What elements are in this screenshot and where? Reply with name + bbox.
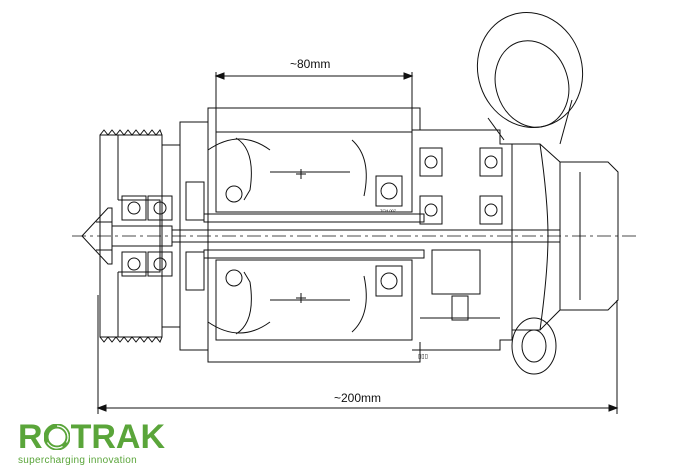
brand-tagline: supercharging innovation <box>18 455 137 466</box>
brand-name-left: R <box>18 418 43 456</box>
compressor-outlet <box>512 143 619 331</box>
front-bearings <box>121 181 205 291</box>
dimension-80mm <box>214 72 414 140</box>
rear-bearings <box>375 147 503 297</box>
compressor-volute-bottom <box>511 317 557 375</box>
drive-pulley <box>99 129 163 343</box>
rotrak-logo: R TRAK supercharging innovation <box>18 420 165 466</box>
dimension-200mm-label: ~200mm <box>334 391 381 405</box>
dimension-200mm <box>96 295 619 414</box>
brand-wordmark: R TRAK <box>18 420 165 454</box>
traction-drive-rollers <box>215 131 413 341</box>
swirl-o-icon <box>43 424 70 450</box>
dimension-80mm-label: ~80mm <box>290 57 330 71</box>
front-housing <box>162 107 421 363</box>
nose-nut <box>81 207 173 265</box>
compressor-volute-top <box>476 12 584 145</box>
housing-stamp: ▯▯▯ <box>418 354 428 360</box>
brand-name-right: TRAK <box>70 418 165 456</box>
rear-housing: TCH 007 ▯▯▯ <box>380 129 513 360</box>
bearing-marking: TCH 007 <box>380 208 397 213</box>
